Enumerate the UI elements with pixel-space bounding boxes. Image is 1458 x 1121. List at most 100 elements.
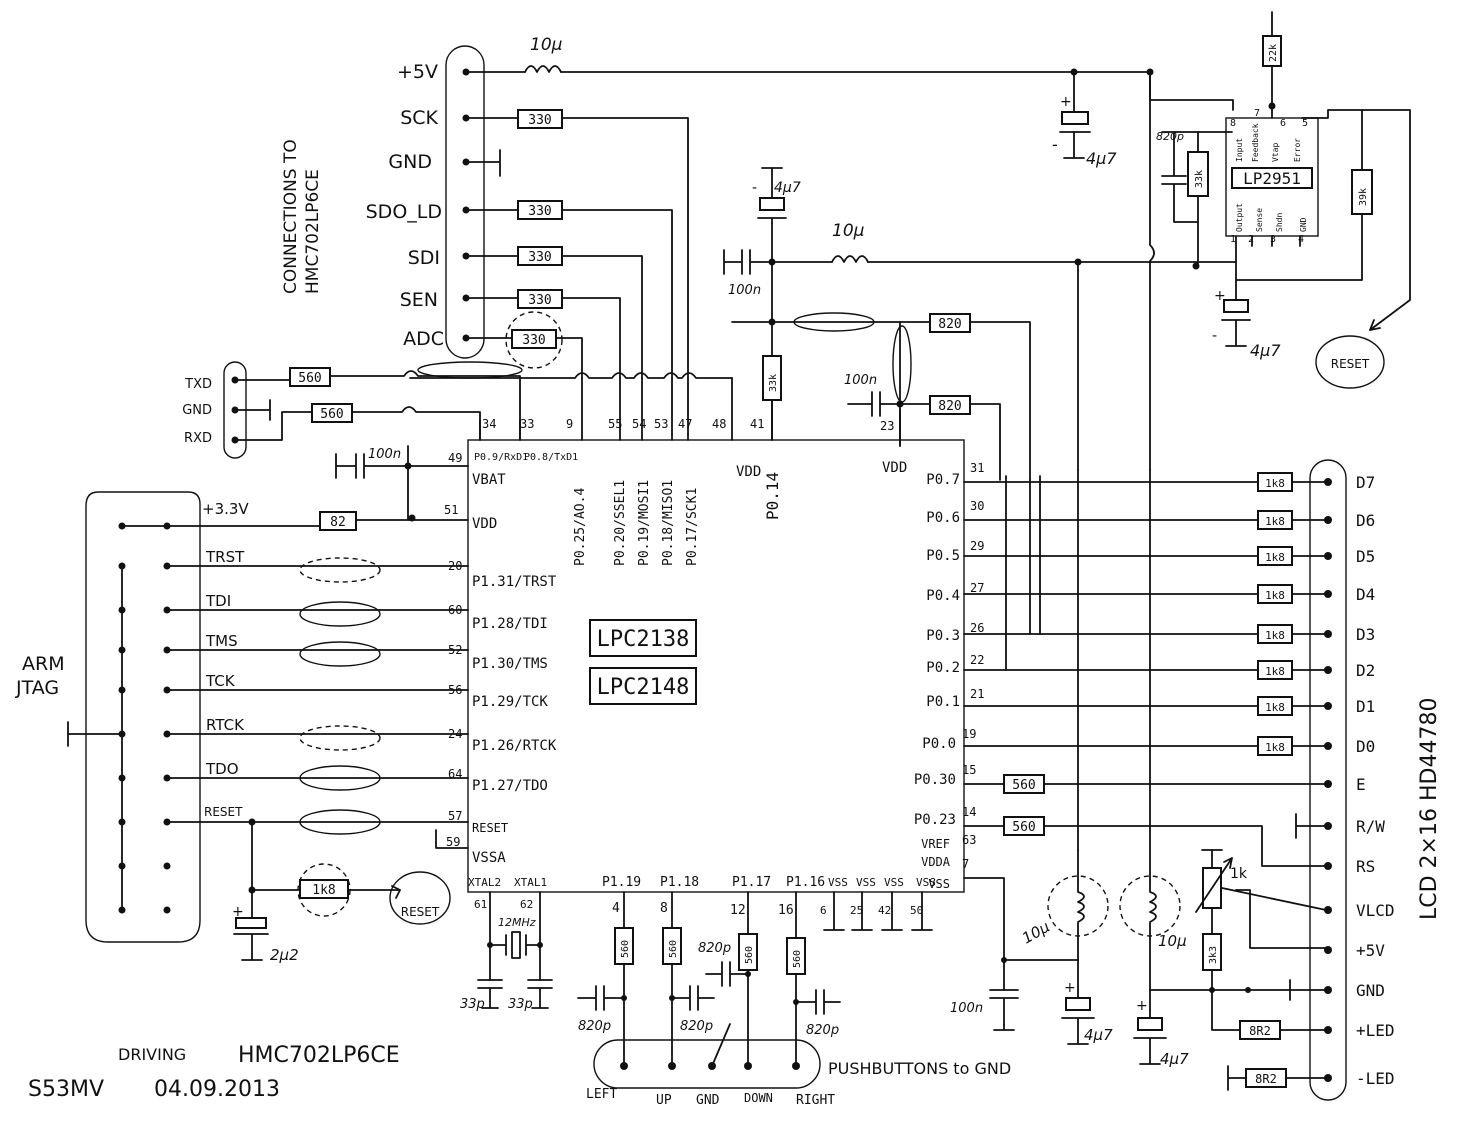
- lcd-pin-label: +5V: [1356, 941, 1385, 960]
- svg-text:VSS: VSS: [828, 876, 848, 889]
- lcd-pin-label: VLCD: [1356, 901, 1395, 920]
- svg-text:RESET: RESET: [472, 821, 508, 835]
- svg-text:LEFT: LEFT: [586, 1087, 617, 1102]
- svg-text:3: 3: [1270, 234, 1276, 245]
- svg-text:P0.2: P0.2: [926, 660, 960, 676]
- svg-text:RIGHT: RIGHT: [796, 1093, 835, 1108]
- pushbuttons-label: PUSHBUTTONS to GND: [828, 1059, 1011, 1078]
- svg-text:XTAL1: XTAL1: [514, 876, 547, 889]
- hmc-pin-sdo-ld: SDO_LD: [366, 201, 442, 223]
- svg-text:33k: 33k: [768, 374, 779, 392]
- reset-bubble-jtag: RESET: [401, 905, 440, 919]
- svg-text:56: 56: [448, 683, 462, 697]
- res-sen: 330: [528, 293, 551, 308]
- svg-text:P0.8/TxD1: P0.8/TxD1: [524, 452, 578, 463]
- svg-text:9: 9: [566, 417, 573, 431]
- svg-text:+: +: [1064, 980, 1076, 996]
- jtag-rtck: RTCK: [206, 716, 245, 734]
- res-sdi: 330: [528, 250, 551, 265]
- svg-text:47: 47: [678, 417, 692, 431]
- svg-text:VREF: VREF: [921, 837, 950, 851]
- serial-rxd: RXD: [184, 431, 212, 446]
- lcd-data-resistor-value: 1k8: [1265, 515, 1285, 528]
- svg-text:23: 23: [880, 419, 894, 433]
- svg-text:8R2: 8R2: [1249, 1024, 1271, 1038]
- svg-text:100n: 100n: [728, 283, 761, 298]
- svg-text:4µ7: 4µ7: [1084, 1026, 1113, 1044]
- svg-text:820: 820: [938, 399, 961, 414]
- serial-gnd: GND: [182, 403, 212, 418]
- res-vdd: 82: [330, 515, 346, 530]
- svg-text:VSS: VSS: [916, 876, 936, 889]
- jtag-label-1: ARM: [22, 653, 65, 675]
- regulator-lp2951: LP2951 8 7 6 5 1 2 3 4 Input Feedback Vt…: [1156, 11, 1411, 389]
- svg-text:VSS: VSS: [856, 876, 876, 889]
- lcd-pin-label: RS: [1356, 857, 1375, 876]
- hmc-pin-gnd: GND: [388, 151, 432, 173]
- svg-text:53: 53: [654, 417, 668, 431]
- svg-text:26: 26: [970, 621, 984, 635]
- mcu: LPC2138 LPC2148 34 33 9 55 54 53 47 48 4…: [435, 359, 984, 931]
- svg-text:4µ7: 4µ7: [1250, 341, 1281, 360]
- svg-text:3k3: 3k3: [1208, 946, 1219, 964]
- svg-text:P0.1: P0.1: [926, 694, 960, 710]
- footer: DRIVING HMC702LP6CE S53MV 04.09.2013: [28, 1043, 400, 1102]
- crystal-label: 12MHz: [498, 916, 536, 929]
- lcd-data-resistor-value: 1k8: [1265, 629, 1285, 642]
- hmc-connector: CONNECTIONS TO HMC702LP6CE +5V SCK GND S…: [281, 45, 485, 359]
- svg-text:8: 8: [1230, 118, 1236, 129]
- svg-text:4µ7: 4µ7: [1160, 1050, 1189, 1068]
- svg-text:P0.5: P0.5: [926, 548, 960, 564]
- svg-text:820p: 820p: [698, 941, 731, 956]
- svg-text:33p: 33p: [460, 997, 485, 1012]
- mcu-vdd-right: VDD: [882, 460, 907, 476]
- lcd-pin-label: -LED: [1356, 1069, 1395, 1088]
- lcd-data-resistor-value: 1k8: [1265, 477, 1285, 490]
- svg-text:1k: 1k: [1230, 866, 1248, 882]
- lcd-pin-dot: [1324, 906, 1332, 914]
- svg-text:P0.19/MOSI1: P0.19/MOSI1: [637, 480, 652, 566]
- svg-text:6: 6: [1280, 118, 1286, 129]
- lcd-pin-label: D6: [1356, 511, 1375, 530]
- svg-text:P0.18/MISO1: P0.18/MISO1: [661, 480, 676, 566]
- svg-text:VSS: VSS: [884, 876, 904, 889]
- svg-text:10µ: 10µ: [1158, 932, 1187, 950]
- svg-text:+: +: [1214, 288, 1226, 304]
- svg-text:14: 14: [962, 805, 976, 819]
- svg-text:VBAT: VBAT: [472, 472, 506, 488]
- svg-text:41: 41: [750, 417, 764, 431]
- svg-text:25: 25: [850, 904, 863, 917]
- mcu-name-2: LPC2148: [597, 675, 690, 700]
- svg-text:P1.29/TCK: P1.29/TCK: [472, 694, 548, 710]
- svg-text:50: 50: [910, 904, 923, 917]
- serial-txd: TXD: [184, 377, 212, 392]
- hmc-connector-title-2: HMC702LP6CE: [303, 169, 323, 294]
- svg-text:100n: 100n: [950, 1001, 983, 1016]
- svg-text:61: 61: [474, 898, 487, 911]
- svg-text:560: 560: [792, 950, 803, 968]
- svg-text:-: -: [1212, 328, 1217, 344]
- svg-text:8: 8: [660, 901, 668, 916]
- svg-text:62: 62: [520, 898, 533, 911]
- svg-text:33p: 33p: [508, 997, 533, 1012]
- svg-text:100n: 100n: [844, 373, 877, 388]
- svg-text:P0.0: P0.0: [922, 736, 956, 752]
- svg-text:22: 22: [970, 653, 984, 667]
- mcu-supply-filter: - 4µ7 10µ 100n 33k 820 100n 820: [723, 167, 1237, 481]
- svg-text:DOWN: DOWN: [744, 1091, 773, 1105]
- svg-text:P1.16: P1.16: [786, 875, 825, 890]
- svg-text:P1.19: P1.19: [602, 875, 641, 890]
- jtag-trst: TRST: [205, 548, 245, 566]
- svg-text:10µ: 10µ: [832, 221, 865, 241]
- svg-text:+: +: [232, 904, 244, 920]
- svg-text:P0.4: P0.4: [926, 588, 960, 604]
- svg-text:15: 15: [962, 763, 976, 777]
- lcd-pin-label: R/W: [1356, 817, 1385, 836]
- footer-device: HMC702LP6CE: [238, 1043, 400, 1068]
- res-txd: 560: [298, 371, 321, 386]
- pin-p025: P0.25/AO.4: [573, 488, 588, 566]
- svg-text:60: 60: [448, 603, 462, 617]
- svg-text:59: 59: [446, 835, 460, 849]
- lcd-pin-dot: [1324, 822, 1332, 830]
- cap-2u2: 2µ2: [270, 946, 299, 964]
